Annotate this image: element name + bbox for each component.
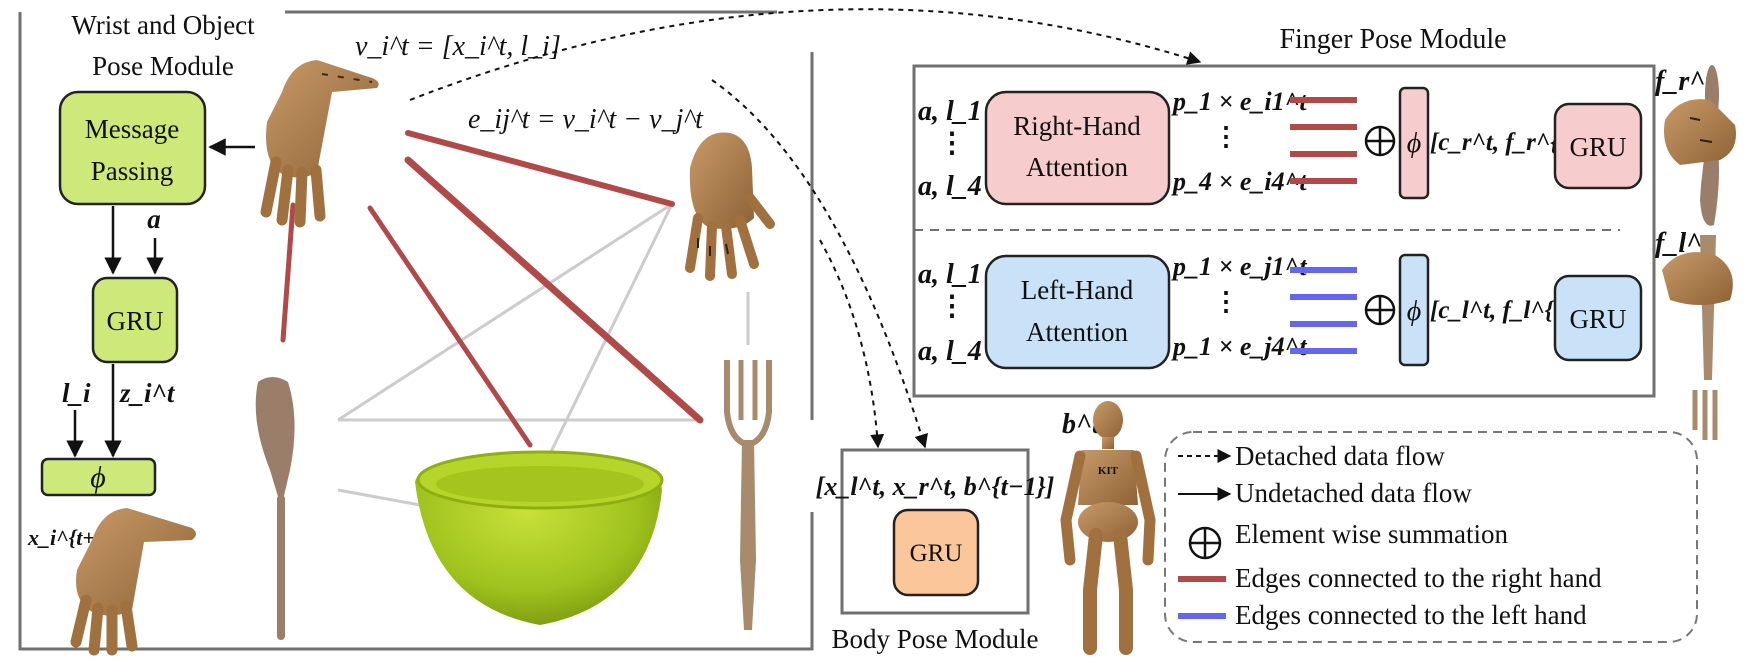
body-module-title: Body Pose Module xyxy=(831,624,1038,654)
right-phi-box xyxy=(1398,86,1430,200)
wrist-phi-label: ϕ xyxy=(90,461,106,494)
right-p-top: p_1 × e_i1^t xyxy=(1171,87,1307,116)
left-hand-attention-box xyxy=(984,254,1171,370)
left-gru-label: GRU xyxy=(1569,304,1626,334)
left-phi-label: ϕ xyxy=(1407,296,1422,327)
detached-flows xyxy=(409,8,1202,449)
right-gru-label: GRU xyxy=(1569,132,1626,162)
left-attention-line1: Left-Hand xyxy=(1021,275,1134,305)
right-input-top: a, l_1 xyxy=(918,96,982,127)
bowl-icon xyxy=(415,450,664,625)
body-module: [x_l^t, x_r^t, b^{t−1}] GRU Body Pose Mo… xyxy=(816,401,1156,655)
left-p-top: p_1 × e_j1^t xyxy=(1171,252,1307,281)
body-module-frame xyxy=(840,448,1030,615)
legend-item-summation: Element wise summation xyxy=(1235,519,1508,549)
right-p-dots: ⋮ xyxy=(1213,122,1239,151)
finger-module: Finger Pose Module a, l_1 ⋮ a, l_4 Right… xyxy=(912,24,1736,440)
wrist-object-module: Wrist and Object Pose Module Message Pas… xyxy=(18,10,814,656)
message-passing-label-line1: Message xyxy=(85,114,179,144)
wrist-phi-box xyxy=(40,457,157,497)
legend-item-right-edges: Edges connected to the right hand xyxy=(1235,563,1602,593)
right-output-label: f_r^t xyxy=(1655,66,1714,97)
right-p-bottom: p_4 × e_i4^t xyxy=(1171,167,1307,196)
input-l-label: l_i xyxy=(62,378,91,408)
grey-edges xyxy=(337,202,750,507)
input-a-label: a xyxy=(147,204,161,234)
left-input-bottom: a, l_4 xyxy=(918,336,982,367)
right-hand-edges xyxy=(280,130,704,448)
left-input-dots: ⋮ xyxy=(938,291,966,322)
hand-top-icon xyxy=(260,60,379,228)
left-attention-line2: Attention xyxy=(1026,317,1128,347)
message-passing-box xyxy=(58,90,207,206)
hand-output-icon xyxy=(70,508,196,656)
wrist-gru-box xyxy=(91,276,179,364)
right-edge-bars xyxy=(1290,97,1357,184)
node-equation: v_i^t = [x_i^t, l_i] xyxy=(355,31,561,62)
hand-right-icon xyxy=(685,132,775,281)
body-gru-label: GRU xyxy=(910,540,963,567)
left-edge-bars xyxy=(1290,267,1357,354)
left-p-bottom: p_1 × e_j4^t xyxy=(1171,332,1307,361)
wrist-module-title-line1: Wrist and Object xyxy=(71,10,255,40)
right-input-bottom: a, l_4 xyxy=(918,171,982,202)
spatula-icon xyxy=(255,377,295,640)
body-gru-box xyxy=(892,508,980,597)
left-phi-box xyxy=(1398,253,1430,367)
dashed-arrow-to-body-2 xyxy=(819,239,885,449)
right-input-dots: ⋮ xyxy=(938,128,966,159)
edge-equation: e_ij^t = v_i^t − v_j^t xyxy=(468,104,704,135)
right-attention-line1: Right-Hand xyxy=(1013,111,1141,141)
fork-icon xyxy=(724,360,772,630)
finger-module-title: Finger Pose Module xyxy=(1279,24,1506,55)
dashed-arrow-to-body-1 xyxy=(711,79,928,449)
dashed-arrow-to-finger-module xyxy=(409,8,1202,101)
latent-z-label: z_i^t xyxy=(119,378,176,408)
left-hand-fork-icon xyxy=(1662,235,1733,440)
right-attention-line2: Attention xyxy=(1026,152,1128,182)
right-hand-spoon-icon xyxy=(1664,65,1736,226)
mannequin-chest-logo: KIT xyxy=(1098,465,1119,477)
right-gru-box xyxy=(1553,102,1643,190)
left-input-top: a, l_1 xyxy=(918,259,982,290)
message-passing-label-line2: Passing xyxy=(91,156,174,186)
legend: Detached data flow Undetached data flow … xyxy=(1164,431,1698,643)
left-p-dots: ⋮ xyxy=(1213,287,1239,316)
right-oplus-icon xyxy=(1364,125,1396,157)
left-oplus-icon xyxy=(1364,294,1396,326)
legend-item-undetached: Undetached data flow xyxy=(1235,478,1472,508)
body-concat: [x_l^t, x_r^t, b^{t−1}] xyxy=(816,472,1055,501)
legend-item-left-edges: Edges connected to the left hand xyxy=(1235,600,1587,630)
mannequin-icon xyxy=(1060,401,1156,655)
legend-item-detached: Detached data flow xyxy=(1235,441,1445,471)
legend-oplus-icon xyxy=(1188,526,1222,560)
wrist-module-title-line2: Pose Module xyxy=(92,51,234,81)
left-gru-box xyxy=(1553,274,1643,362)
wrist-gru-label: GRU xyxy=(106,306,163,336)
right-phi-label: ϕ xyxy=(1407,128,1422,159)
right-hand-attention-box xyxy=(984,90,1171,206)
